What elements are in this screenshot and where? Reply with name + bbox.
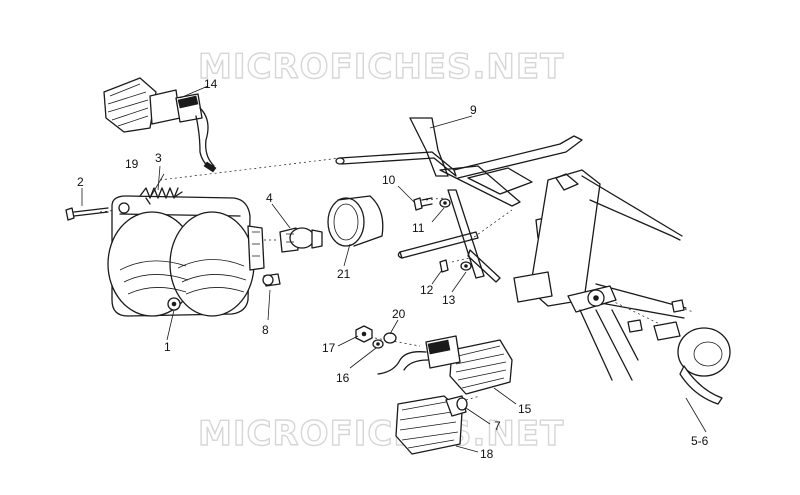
screw-part [65, 207, 109, 221]
front-indicator-lower-part [395, 395, 468, 455]
callout-3: 3 [155, 151, 162, 165]
callout-14: 14 [204, 77, 218, 91]
centerline-top [159, 157, 341, 181]
callout-17: 17 [322, 341, 336, 355]
callout-8: 8 [262, 323, 269, 337]
centerline-bracket [469, 209, 513, 241]
callout-19: 19 [125, 157, 139, 171]
callout-21: 21 [337, 267, 351, 281]
callout-11: 11 [412, 221, 425, 235]
callout-13: 13 [442, 293, 456, 307]
callout-10: 10 [382, 173, 396, 187]
headlight-part [107, 195, 265, 317]
callout-20: 20 [392, 307, 406, 321]
centerline-indicator-lower [465, 395, 481, 401]
callout-15: 15 [518, 402, 532, 416]
watermark-top: MICROFICHES.NET [198, 47, 564, 87]
parking-bulb-part [262, 273, 281, 287]
nut-washer-part [355, 325, 397, 349]
bolt-washer-lower [439, 259, 472, 273]
callout-9: 9 [470, 103, 477, 117]
frame-part [513, 169, 687, 381]
callout-5-6: 5-6 [691, 434, 709, 448]
bolt-washer-upper [413, 197, 451, 211]
callout-12: 12 [420, 283, 434, 297]
watermark-bottom: MICROFICHES.NET [198, 414, 564, 454]
leader-lines [81, 85, 707, 453]
callout-7: 7 [494, 419, 501, 433]
centerline-bolt-lower [451, 257, 471, 263]
callout-18: 18 [480, 447, 494, 461]
horn-part [627, 299, 731, 405]
rear-indicator-part [103, 77, 217, 173]
callout-2: 2 [77, 175, 84, 189]
callout-4: 4 [266, 191, 273, 205]
front-left-indicator-part [377, 335, 513, 395]
bulb-part [279, 227, 323, 253]
callout-1: 1 [164, 340, 171, 354]
bulb-cover-part [327, 195, 384, 247]
spring-part [139, 187, 183, 205]
centerline-bolt [425, 197, 445, 201]
callout-16: 16 [336, 371, 350, 385]
